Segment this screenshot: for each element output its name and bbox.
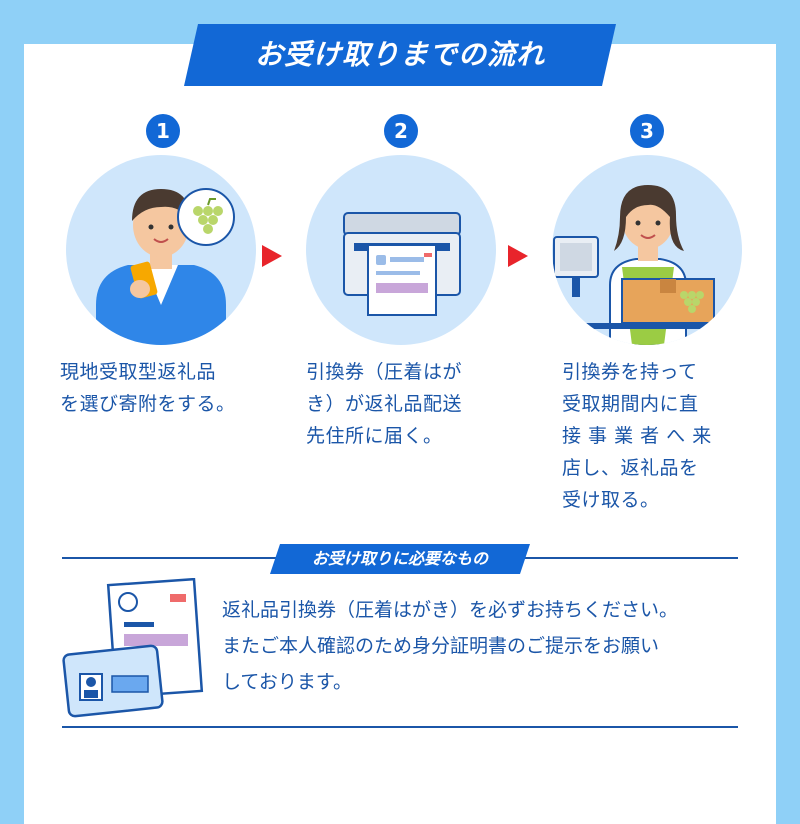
main-title-banner: お受け取りまでの流れ (184, 24, 616, 86)
requirements-title: お受け取りに必要なもの (311, 549, 488, 568)
requirements-title-banner: お受け取りに必要なもの (270, 544, 530, 574)
step-1-description: 現地受取型返礼品 を選び寄附をする。 (60, 361, 236, 415)
documents-illustration (62, 577, 212, 718)
step-3-description: 引換券を持って 受取期間内に直 接 事 業 者 へ 来 店し、返礼品を 受け取る… (562, 361, 712, 511)
step-number-1: 1 (146, 114, 180, 148)
step-3-illustration (552, 155, 742, 345)
step-1-illustration (66, 155, 256, 345)
requirements-text: 返礼品引換券（圧着はがき）を必ずお持ちください。 またご本人確認のため身分証明書… (222, 599, 679, 693)
arrow-step-1-2 (262, 245, 282, 267)
step-2-illustration (306, 155, 496, 345)
divider-bottom (62, 726, 738, 728)
step-2-description: 引換券（圧着はが き）が返礼品配送 先住所に届く。 (306, 361, 463, 447)
page-title: お受け取りまでの流れ (254, 38, 545, 71)
arrow-step-2-3 (508, 245, 528, 267)
step-number-3: 3 (630, 114, 664, 148)
step-number-2: 2 (384, 114, 418, 148)
